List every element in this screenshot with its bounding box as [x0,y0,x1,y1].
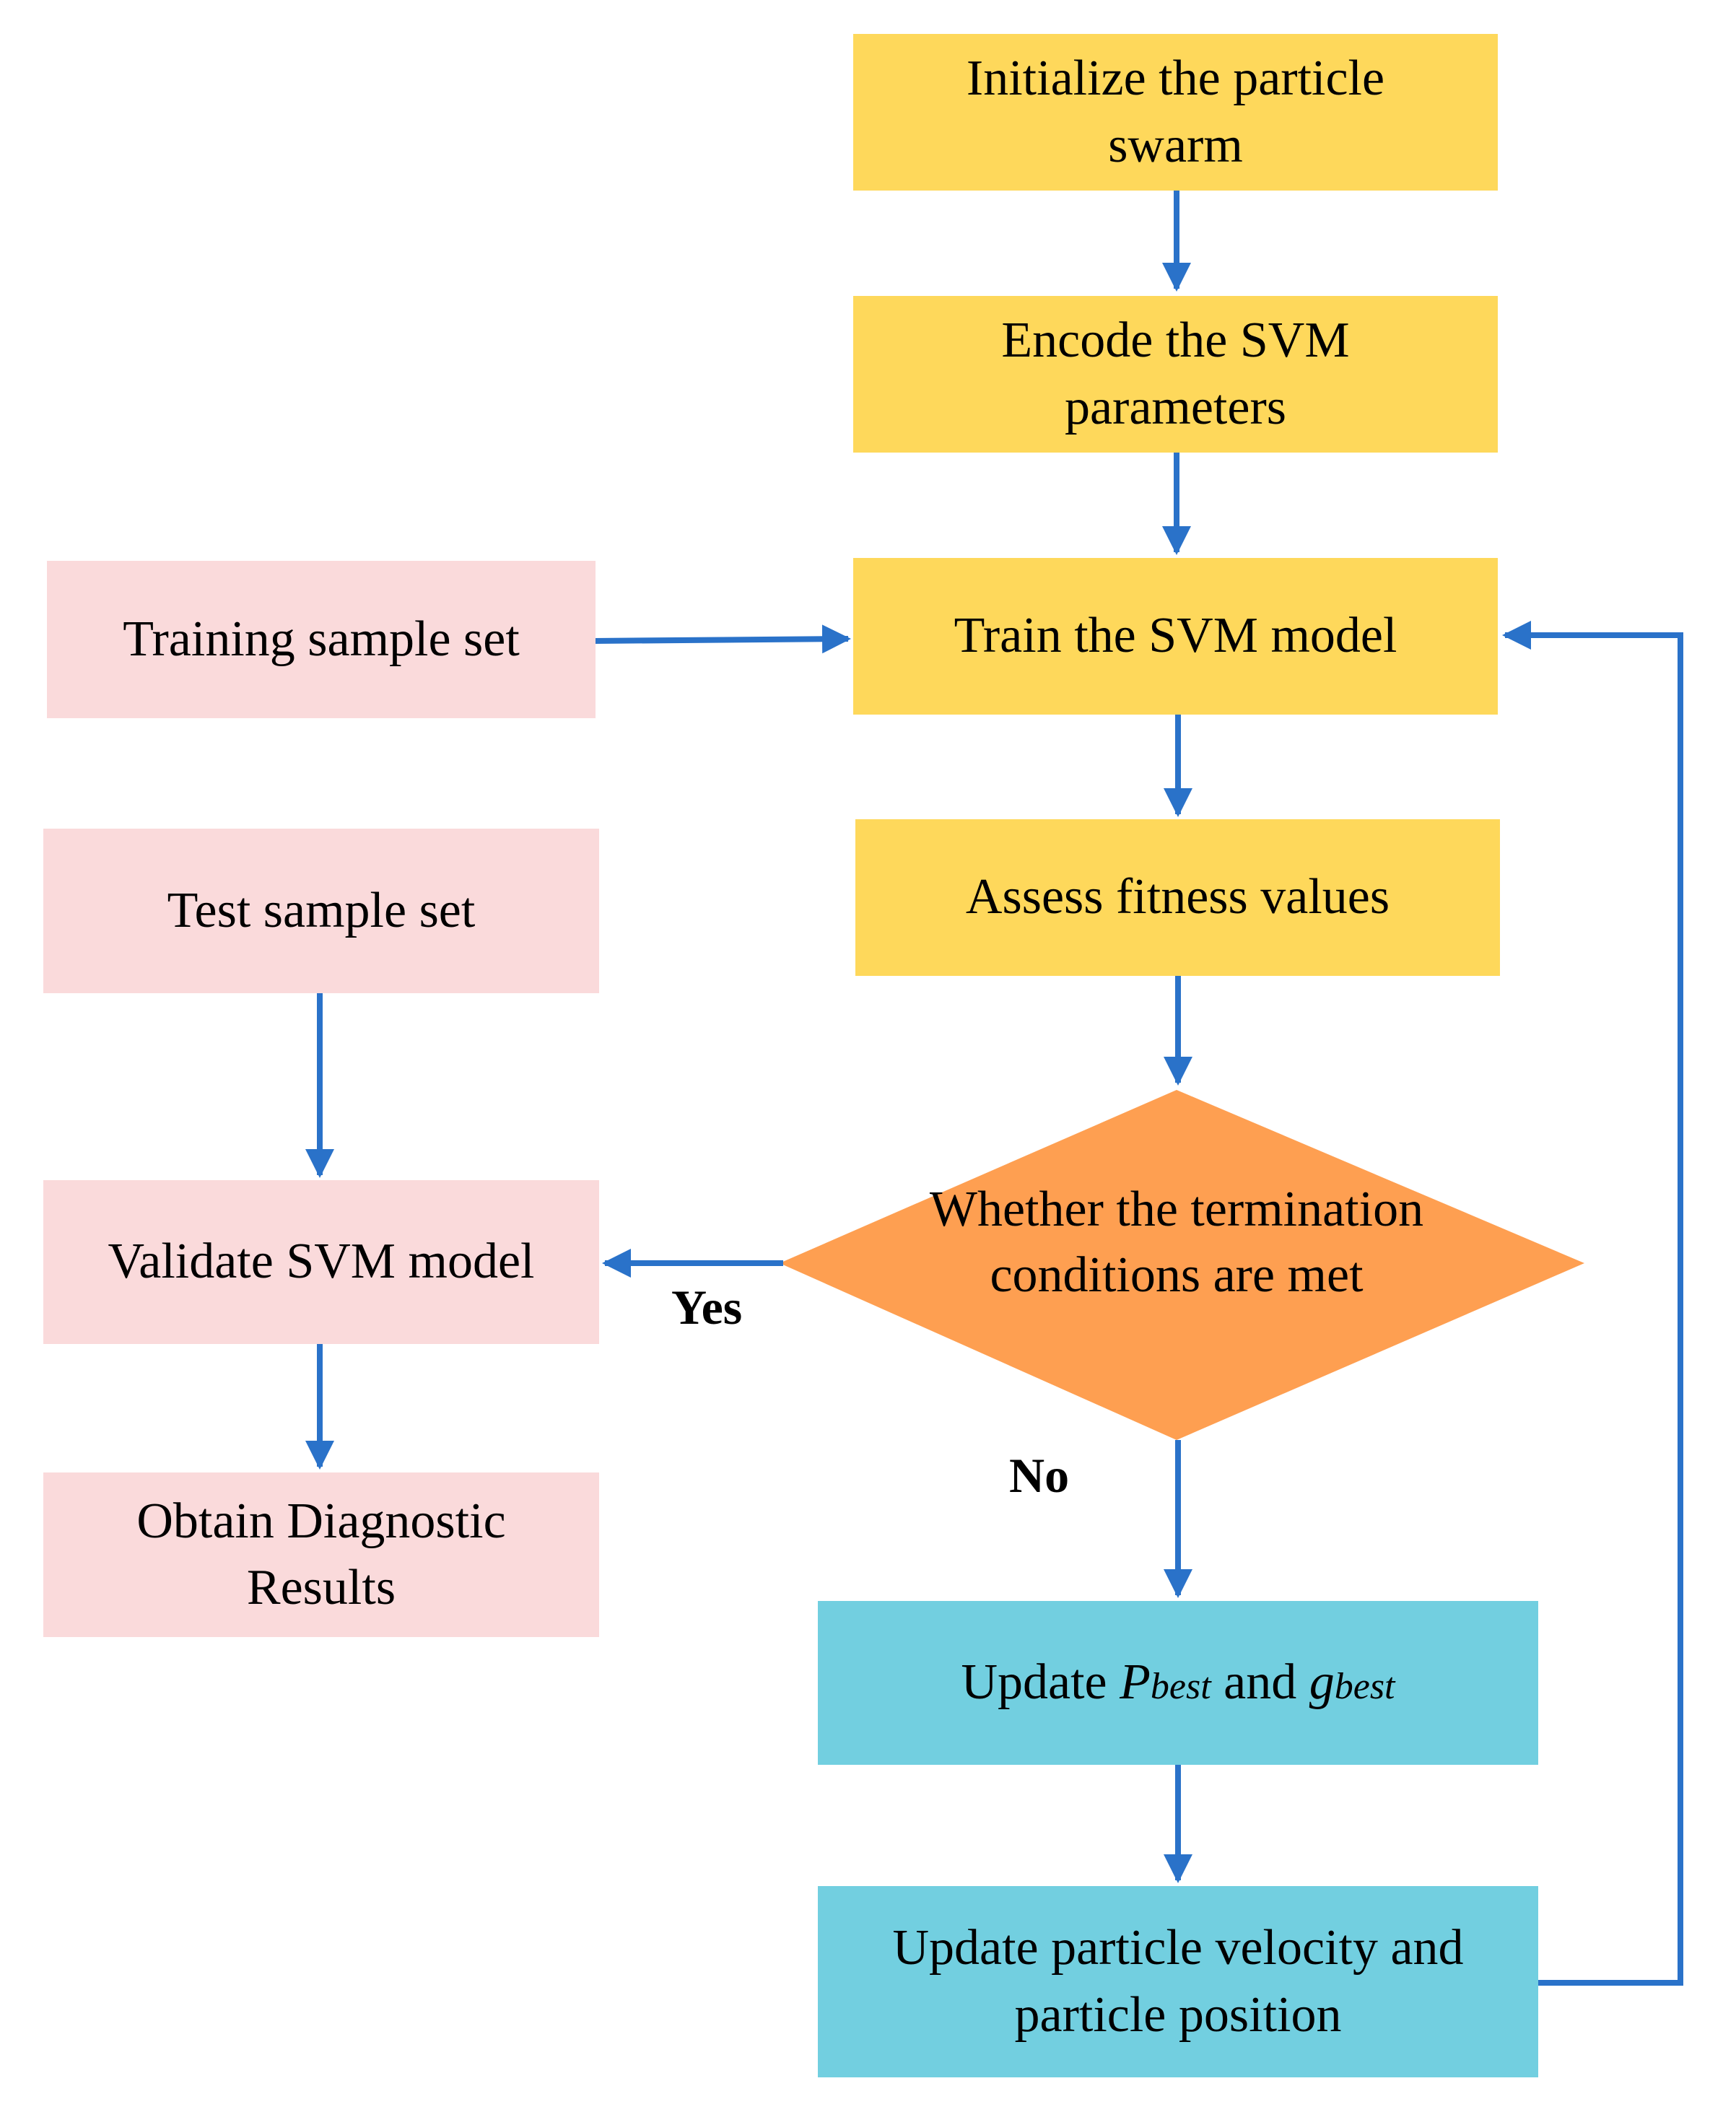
decision-label: Whether the termination conditions are m… [929,1182,1424,1303]
validate-svm-box: Validate SVM model [43,1180,599,1344]
update-best-box: Update Pbest and gbest [818,1601,1538,1765]
update-best-label: Update Pbest and gbest [961,1654,1395,1711]
no-label: No [1009,1448,1070,1503]
test-set-box: Test sample set [43,829,599,993]
update-velocity-box: Update particle velocity and particle po… [818,1886,1538,2077]
init-swarm-label: Initialize the particle swarm [966,51,1385,173]
assess-fitness-label: Assess fitness values [965,869,1390,925]
validate-svm-label: Validate SVM model [108,1234,535,1290]
results-label: Obtain Diagnostic Results [136,1493,506,1615]
encode-svm-box: Encode the SVM parameters [853,296,1498,453]
decision-diamond [780,1090,1584,1440]
training-set-label: Training sample set [123,611,520,667]
test-set-label: Test sample set [167,882,476,938]
train-svm-label: Train the SVM model [954,608,1397,664]
update-velocity-label: Update particle velocity and particle po… [892,1920,1464,2043]
training-set-box: Training sample set [47,561,596,718]
assess-fitness-box: Assess fitness values [855,819,1500,976]
init-swarm-box: Initialize the particle swarm [853,34,1498,191]
arrow-training-set-to-train [593,624,851,654]
results-box: Obtain Diagnostic Results [43,1472,599,1637]
encode-svm-label: Encode the SVM parameters [1001,313,1350,435]
arrow-loop-back-to-train [1502,621,1683,1986]
yes-label: Yes [671,1280,743,1335]
train-svm-box: Train the SVM model [853,558,1498,715]
